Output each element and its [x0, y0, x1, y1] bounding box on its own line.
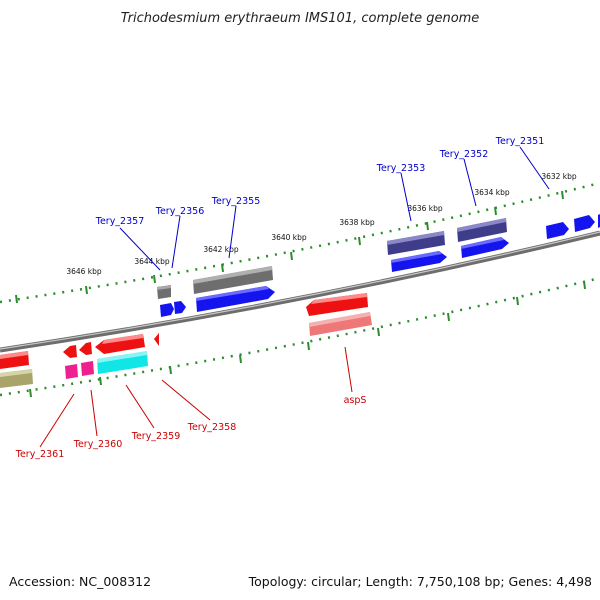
feature-tery-2358[interactable]	[154, 333, 159, 346]
gene-labels-bottom: Tery_2361 Tery_2360 Tery_2359 Tery_2358 …	[15, 395, 367, 460]
accession-text: Accession: NC_008312	[9, 574, 151, 589]
scale-label-3634: 3634 kbp	[474, 188, 510, 197]
feature-tery-2352[interactable]	[457, 218, 509, 258]
gene-label-tery-2356[interactable]: Tery_2356	[155, 206, 205, 217]
genome-backbone	[0, 230, 600, 353]
gene-label-asps[interactable]: aspS	[344, 395, 367, 406]
gene-labels-top: Tery_2357 Tery_2356 Tery_2355 Tery_2353 …	[95, 136, 545, 227]
scale-label-3636: 3636 kbp	[407, 204, 443, 213]
map-title: Trichodesmium erythraeum IMS101, complet…	[121, 11, 480, 26]
scale-label-3632: 3632 kbp	[541, 172, 577, 181]
gene-label-tery-2359[interactable]: Tery_2359	[131, 431, 181, 442]
leader-lines-bottom	[39, 346, 353, 448]
leader-lines-top	[119, 146, 550, 271]
feature-tery-2360[interactable]	[79, 342, 94, 376]
major-ticks-outer	[15, 190, 564, 304]
scale-track-outer	[0, 181, 600, 304]
gene-label-tery-2358[interactable]: Tery_2358	[187, 422, 237, 433]
gene-label-tery-2353[interactable]: Tery_2353	[376, 163, 426, 174]
scale-label-3638: 3638 kbp	[339, 218, 375, 227]
gene-label-tery-2352[interactable]: Tery_2352	[439, 149, 489, 160]
genome-backbone-highlight	[0, 231, 600, 350]
feature-tery-2359[interactable]	[95, 334, 148, 374]
feature-tery-2356[interactable]	[174, 301, 186, 314]
gene-label-tery-2357[interactable]: Tery_2357	[95, 216, 145, 227]
scale-label-3640: 3640 kbp	[271, 233, 307, 242]
genome-stats-text: Topology: circular; Length: 7,750,108 bp…	[248, 574, 592, 589]
gene-label-tery-2361[interactable]: Tery_2361	[15, 449, 65, 460]
gene-label-tery-2360[interactable]: Tery_2360	[73, 439, 123, 450]
feature-tery-2351[interactable]	[546, 214, 600, 239]
feature-tery-2357[interactable]	[157, 285, 174, 317]
feature-tery-2353[interactable]	[387, 231, 447, 272]
gene-label-tery-2355[interactable]: Tery_2355	[211, 196, 261, 207]
major-ticks-inner	[29, 280, 586, 398]
feature-asps[interactable]	[306, 293, 372, 336]
gene-label-tery-2351[interactable]: Tery_2351	[495, 136, 545, 147]
feature-tery-2361[interactable]	[63, 345, 78, 379]
feature-tery-2355[interactable]	[193, 266, 275, 312]
scale-label-3646: 3646 kbp	[66, 267, 102, 276]
scale-label-3642: 3642 kbp	[203, 245, 239, 254]
feature-left-partial[interactable]	[0, 351, 33, 388]
